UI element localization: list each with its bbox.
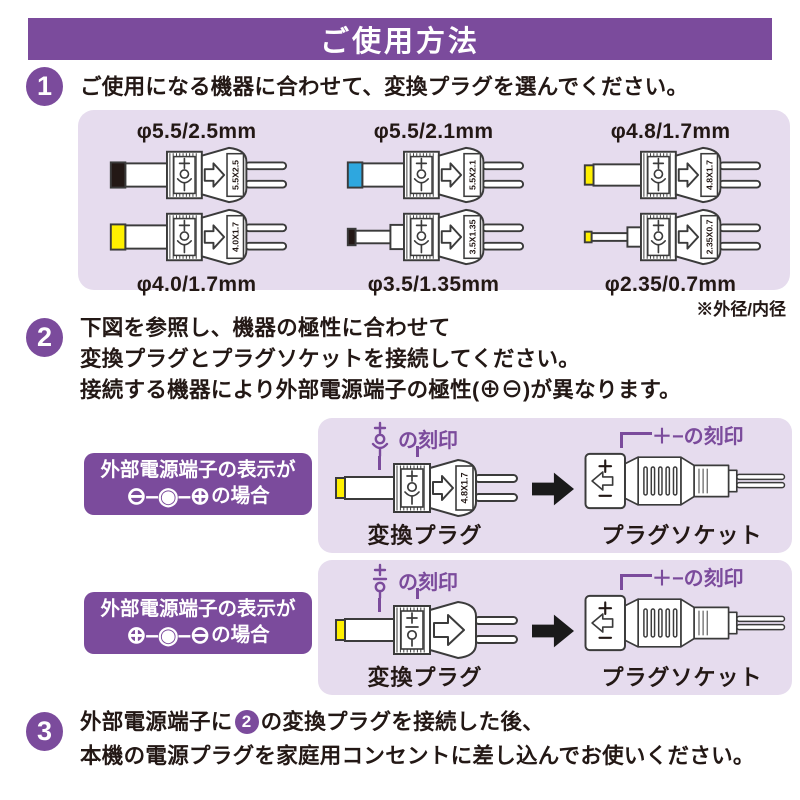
conversion-plug-icon (330, 598, 520, 662)
dc-plug-icon: 2.35X0.7 (579, 206, 763, 268)
dc-plug-icon: 4.0X1.7 (105, 206, 289, 268)
step1-text: ご使用になる機器に合わせて、変換プラグを選んでください。 (80, 75, 689, 99)
socket-caption: プラグソケット (601, 523, 763, 548)
polarity-symbols-b: ⊕–◉–⊖ (126, 622, 210, 649)
case-b-line2: ⊕–◉–⊖の場合 (84, 622, 312, 649)
annotation-pointer-line (620, 574, 652, 577)
annotation-pointer-line (620, 574, 623, 590)
connection-diagram-panel-a: の刻印 4.8X1.7 ＋−の刻印 変換プラグ プラグソケット (318, 418, 792, 553)
annotation-pointer-line (620, 432, 623, 448)
polarity-engrave-icon (366, 560, 394, 604)
annotation-pointer-line (378, 598, 381, 612)
plug-engrave-annotation: の刻印 (398, 430, 458, 452)
step2-number: 2 (36, 322, 53, 352)
plug-cell: 2.35X0.7 φ2.35/0.7mm (552, 206, 789, 297)
case-a-suffix: の場合 (211, 485, 270, 507)
annotation-pointer-line (416, 446, 419, 457)
step1-number: 1 (36, 71, 53, 101)
right-arrow-icon (530, 610, 576, 652)
step2-line1: 下図を参照し、機器の極性に合わせて (80, 316, 451, 340)
plug-socket-icon (582, 586, 788, 660)
svg-text:4.8X1.7: 4.8X1.7 (460, 472, 470, 503)
step2-line3: 接続する機器により外部電源端子の極性(⊕⊖)が異なります。 (80, 378, 681, 402)
polarity-case-box-b: 外部電源端子の表示が ⊕–◉–⊖の場合 (84, 592, 312, 654)
svg-text:4.8X1.7: 4.8X1.7 (704, 160, 714, 190)
socket-engrave-annotation: ＋−の刻印 (652, 426, 744, 448)
plug-size-label: φ4.8/1.7mm (610, 120, 731, 143)
annotation-pointer-line (620, 432, 652, 435)
plug-cell: φ5.5/2.5mm 5.5X2.5 (78, 120, 315, 211)
annotation-pointer-line (416, 588, 419, 599)
polarity-case-box-a: 外部電源端子の表示が ⊖–◉–⊕の場合 (84, 453, 312, 515)
step2-line2: 変換プラグとプラグソケットを接続してください。 (80, 347, 581, 371)
svg-text:3.5X1.35: 3.5X1.35 (467, 219, 477, 254)
page-title: ご使用方法 (319, 26, 480, 58)
polarity-engrave-icon (366, 418, 394, 462)
svg-text:5.5X2.1: 5.5X2.1 (467, 160, 477, 190)
case-a-line2: ⊖–◉–⊕の場合 (84, 483, 312, 510)
step3-line1-pre: 外部電源端子に (80, 710, 233, 734)
dc-plug-icon: 4.8X1.7 (579, 144, 763, 206)
plug-selection-panel: φ5.5/2.5mm 5.5X2.5 φ5.5/2.1mm 5.5X2.1 φ4… (78, 110, 790, 296)
dc-plug-icon: 3.5X1.35 (342, 206, 526, 268)
step3-number-badge: 3 (26, 712, 63, 751)
plug-caption: 変換プラグ (367, 523, 483, 548)
dc-plug-icon: 5.5X2.1 (342, 144, 526, 206)
annotation-pointer-line (378, 456, 381, 470)
plug-engrave-annotation: の刻印 (398, 572, 458, 594)
step1-number-badge: 1 (26, 67, 63, 106)
right-arrow-icon (530, 468, 576, 510)
dc-plug-icon: 5.5X2.5 (105, 144, 289, 206)
plug-size-label: φ3.5/1.35mm (367, 273, 500, 296)
plug-caption: 変換プラグ (367, 665, 483, 690)
plug-cell: 4.0X1.7 φ4.0/1.7mm (78, 206, 315, 297)
plug-cell: 3.5X1.35 φ3.5/1.35mm (315, 206, 552, 297)
plug-size-label: φ5.5/2.1mm (373, 120, 494, 143)
diameter-note: ※外径/内径 (696, 300, 786, 319)
step2-number-badge: 2 (26, 318, 63, 357)
plug-cell: φ4.8/1.7mm 4.8X1.7 (552, 120, 789, 211)
step2-text: 下図を参照し、機器の極性に合わせて 変換プラグとプラグソケットを接続してください… (80, 313, 681, 406)
conversion-plug-icon: 4.8X1.7 (330, 456, 520, 520)
plug-cell: φ5.5/2.1mm 5.5X2.1 (315, 120, 552, 211)
svg-text:2.35X0.7: 2.35X0.7 (704, 219, 714, 254)
page-title-bar: ご使用方法 (28, 18, 772, 60)
case-b-suffix: の場合 (211, 624, 270, 646)
plug-size-label: φ2.35/0.7mm (604, 273, 737, 296)
case-b-line1: 外部電源端子の表示が (100, 598, 296, 620)
socket-engrave-annotation: ＋−の刻印 (652, 568, 744, 590)
connection-diagram-panel-b: の刻印 ＋−の刻印 変換プラグ プラグソケット (318, 560, 792, 695)
plug-size-label: φ4.0/1.7mm (136, 273, 257, 296)
svg-text:4.0X1.7: 4.0X1.7 (230, 222, 240, 252)
plug-size-label: φ5.5/2.5mm (136, 120, 257, 143)
plug-socket-icon (582, 444, 788, 518)
step3-number: 3 (36, 716, 53, 746)
case-a-line1: 外部電源端子の表示が (100, 459, 296, 481)
socket-caption: プラグソケット (601, 665, 763, 690)
step3-line1-post: の変換プラグを接続した後、 (260, 710, 545, 734)
svg-text:5.5X2.5: 5.5X2.5 (230, 160, 240, 190)
polarity-symbols-a: ⊖–◉–⊕ (126, 483, 210, 510)
step3-line2: 本機の電源プラグを家庭用コンセントに差し込んでお使いください。 (80, 744, 755, 768)
step2-reference-badge: 2 (234, 710, 259, 734)
